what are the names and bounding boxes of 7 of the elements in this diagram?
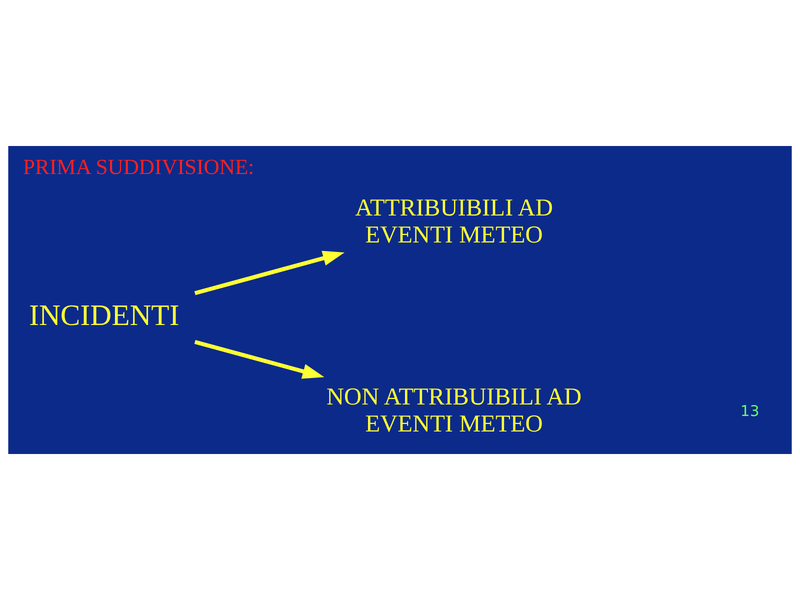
arrow [194, 250, 345, 296]
arrow [194, 340, 324, 379]
node-text: ATTRIBUIBILI AD EVENTI METEO [355, 194, 553, 248]
diagram-title: PRIMA SUDDIVISIONE: [23, 155, 254, 180]
node-text: INCIDENTI [29, 300, 180, 332]
node-text: NON ATTRIBUIBILI AD EVENTI METEO [326, 384, 582, 438]
label: 13 [740, 402, 760, 420]
